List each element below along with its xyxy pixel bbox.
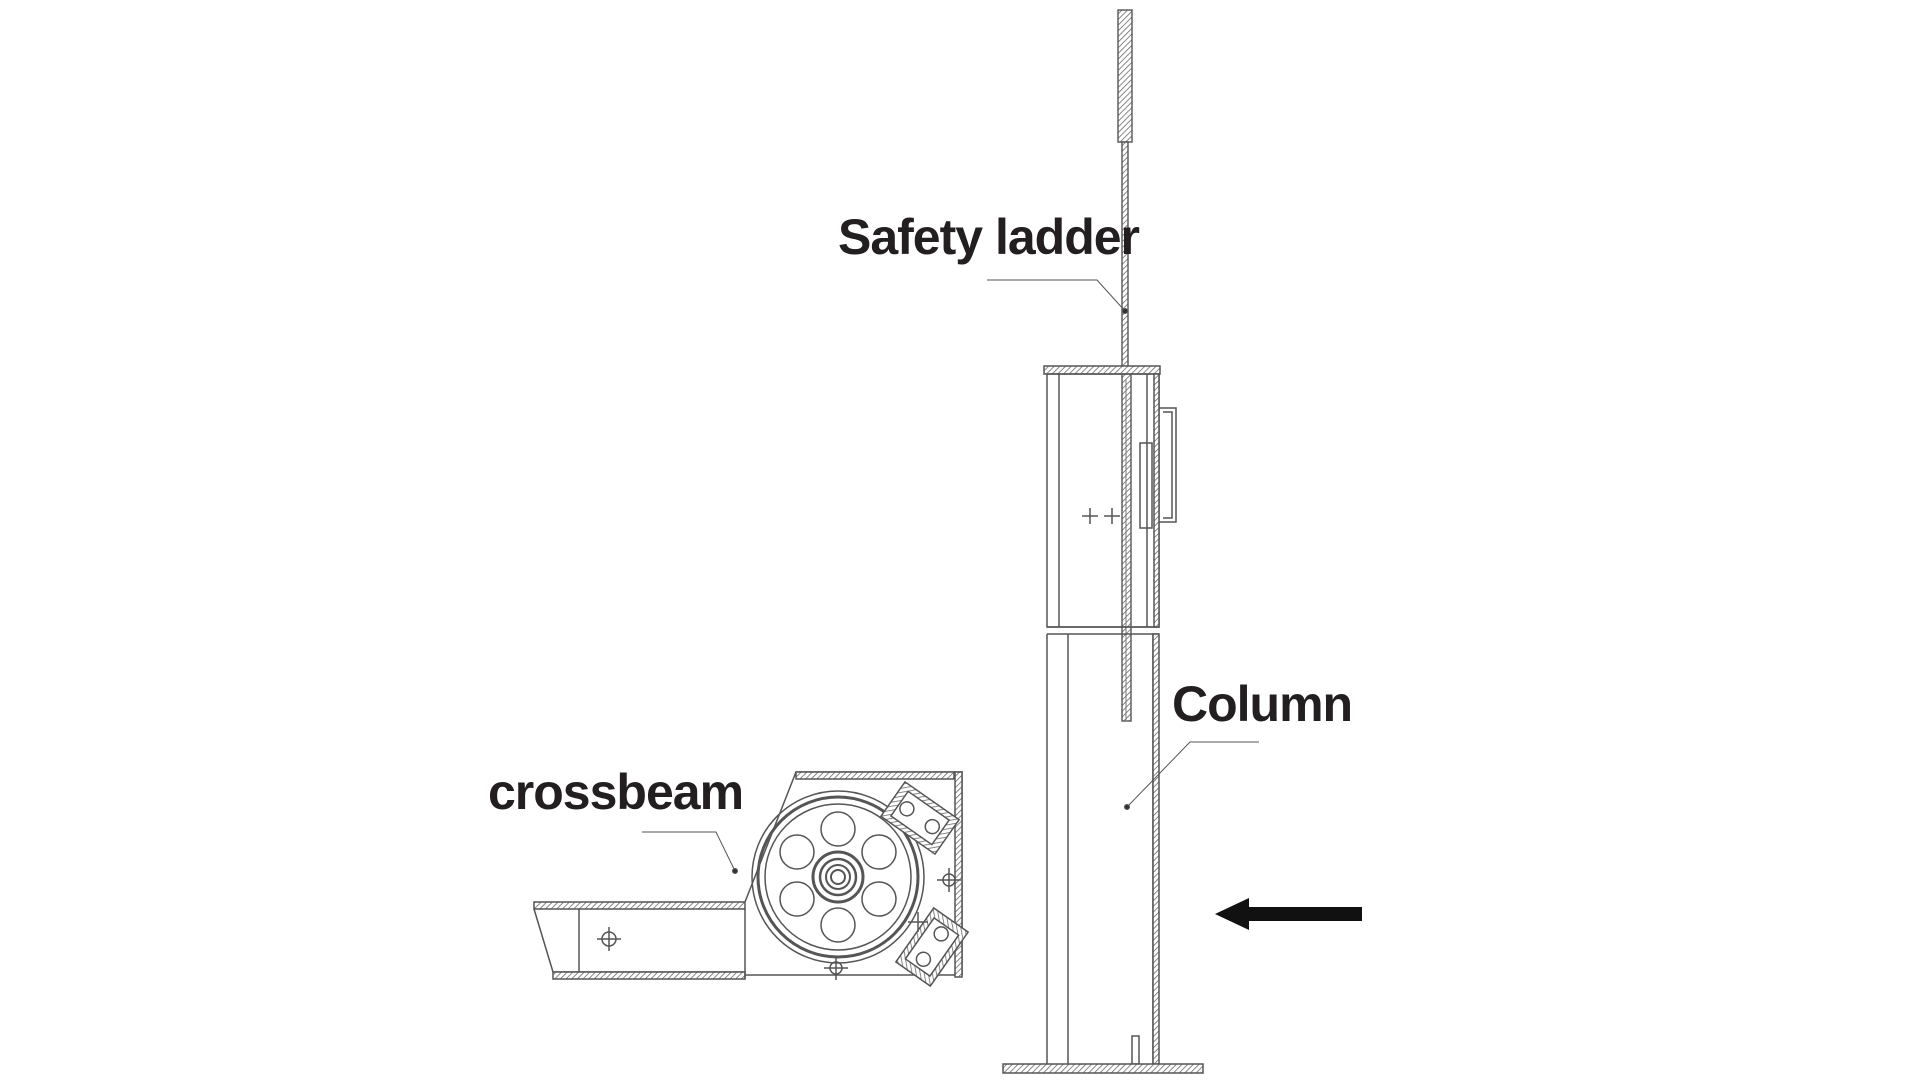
- safety-ladder-label: Safety ladder: [838, 209, 1140, 265]
- arrow-left-icon: [1215, 898, 1362, 930]
- column-label: Column: [1172, 676, 1352, 732]
- crossbeam: [533, 771, 970, 988]
- leader-lines: [642, 279, 1259, 874]
- column: [1002, 365, 1204, 1074]
- crossbeam-label: crossbeam: [488, 764, 743, 820]
